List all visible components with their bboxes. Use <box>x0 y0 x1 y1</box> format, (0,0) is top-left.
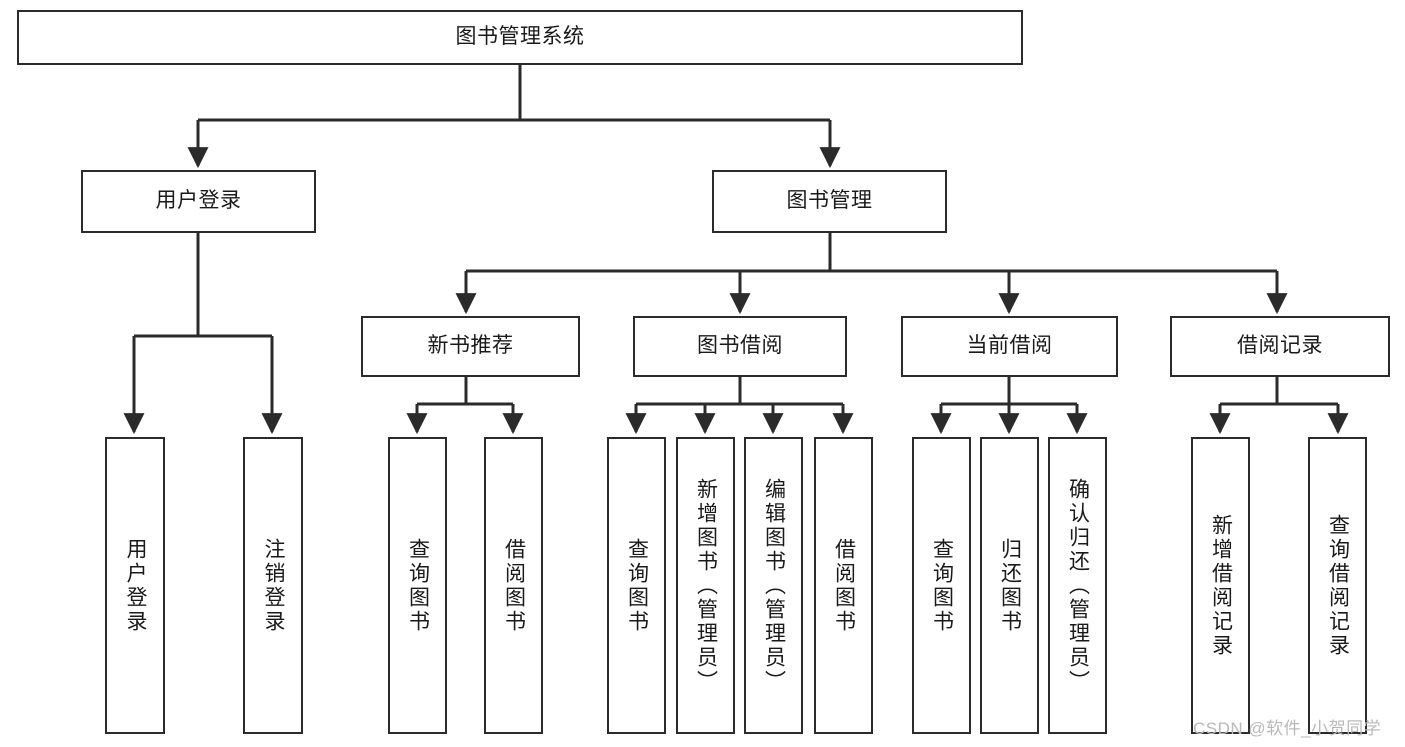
node-leaf-borrow-book-2[interactable]: 借阅图书 <box>814 437 873 734</box>
node-current-borrow-label: 当前借阅 <box>966 334 1053 358</box>
node-leaf-add-record[interactable]: 新增借阅记录 <box>1191 437 1250 734</box>
node-leaf-logout-login-label: 注销登录 <box>262 537 286 634</box>
node-borrow-record-label: 借阅记录 <box>1237 334 1323 358</box>
node-leaf-query-record-label: 查询借阅记录 <box>1326 513 1350 658</box>
node-current-borrow[interactable]: 当前借阅 <box>901 316 1118 377</box>
node-leaf-return-book[interactable]: 归还图书 <box>980 437 1039 734</box>
node-book-management[interactable]: 图书管理 <box>712 170 947 233</box>
node-borrow-record[interactable]: 借阅记录 <box>1170 316 1390 377</box>
node-leaf-borrow-book-1[interactable]: 借阅图书 <box>484 437 543 734</box>
node-book-borrow[interactable]: 图书借阅 <box>633 316 847 377</box>
node-root-label: 图书管理系统 <box>455 25 585 49</box>
node-root[interactable]: 图书管理系统 <box>17 10 1023 65</box>
node-leaf-add-book-label: 新增图书（管理员） <box>694 477 718 694</box>
node-leaf-confirm-return[interactable]: 确认归还（管理员） <box>1048 437 1107 734</box>
node-leaf-query-book-1[interactable]: 查询图书 <box>388 437 447 734</box>
node-leaf-query-book-1-label: 查询图书 <box>406 537 430 634</box>
node-leaf-logout-login[interactable]: 注销登录 <box>243 437 303 734</box>
node-leaf-query-book-2[interactable]: 查询图书 <box>607 437 666 734</box>
node-new-book-recommend-label: 新书推荐 <box>427 334 514 358</box>
node-leaf-query-book-3-label: 查询图书 <box>930 537 954 634</box>
node-leaf-edit-book[interactable]: 编辑图书（管理员） <box>744 437 803 734</box>
node-leaf-user-login[interactable]: 用户登录 <box>105 437 165 734</box>
node-leaf-query-book-3[interactable]: 查询图书 <box>912 437 971 734</box>
node-leaf-borrow-book-1-label: 借阅图书 <box>502 537 526 634</box>
node-leaf-query-record[interactable]: 查询借阅记录 <box>1308 437 1367 734</box>
node-user-login-label: 用户登录 <box>155 189 242 213</box>
node-leaf-edit-book-label: 编辑图书（管理员） <box>762 477 786 694</box>
node-book-management-label: 图书管理 <box>786 189 873 213</box>
node-leaf-user-login-label: 用户登录 <box>124 537 148 634</box>
node-user-login[interactable]: 用户登录 <box>81 170 316 233</box>
node-new-book-recommend[interactable]: 新书推荐 <box>361 316 580 377</box>
node-leaf-confirm-return-label: 确认归还（管理员） <box>1066 477 1090 694</box>
node-leaf-add-book[interactable]: 新增图书（管理员） <box>676 437 735 734</box>
node-leaf-return-book-label: 归还图书 <box>998 537 1022 634</box>
node-leaf-add-record-label: 新增借阅记录 <box>1209 513 1233 658</box>
node-leaf-borrow-book-2-label: 借阅图书 <box>832 537 856 634</box>
node-leaf-query-book-2-label: 查询图书 <box>625 537 649 634</box>
watermark: CSDN @软件_小贺同学 <box>1193 719 1382 738</box>
node-book-borrow-label: 图书借阅 <box>697 334 783 358</box>
